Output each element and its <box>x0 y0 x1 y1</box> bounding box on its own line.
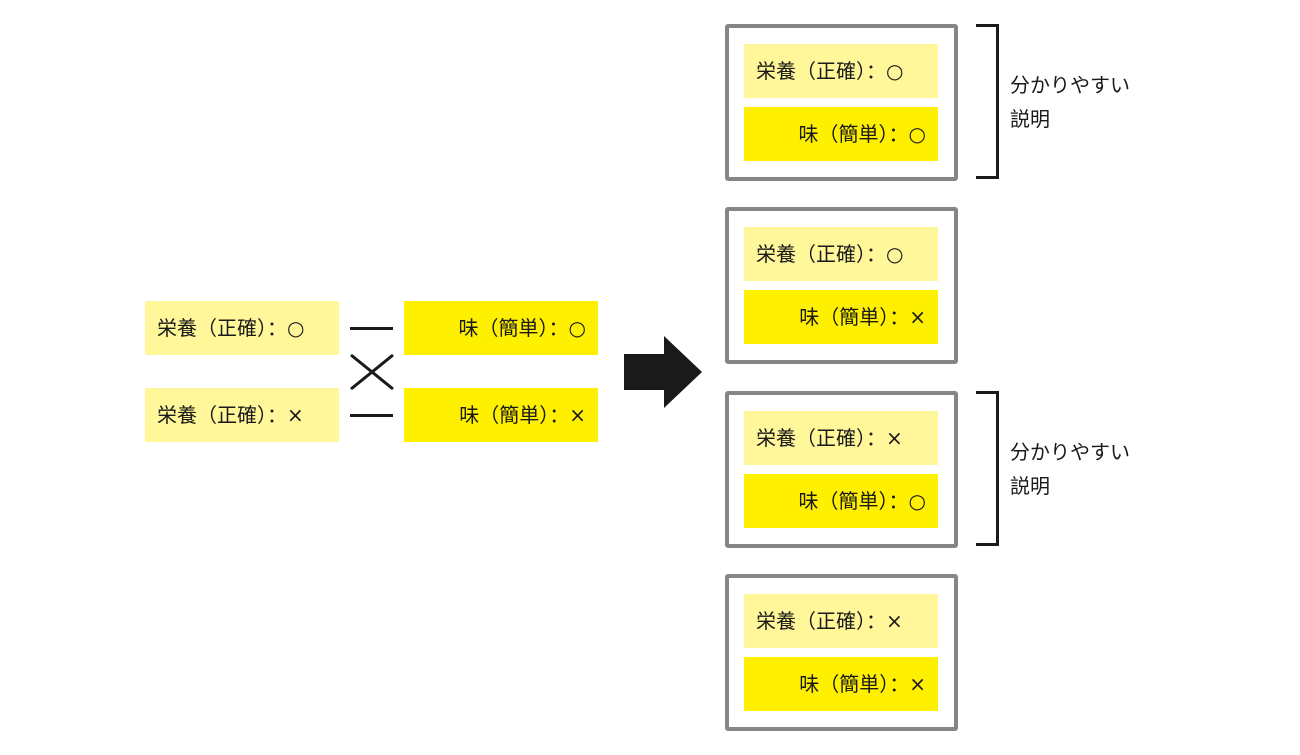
nutrition-good-label: 栄養（正確）：○ <box>145 301 339 355</box>
combination-taste-label: 味（簡単）：× <box>744 657 938 711</box>
combination-taste-label: 味（簡単）：× <box>744 290 938 344</box>
note-line-2: 説明 <box>1010 474 1050 498</box>
connector-top <box>350 327 393 330</box>
combination-box-4: 栄養（正確）：× 味（簡単）：× <box>725 574 958 731</box>
nutrition-bad-label: 栄養（正確）：× <box>145 388 339 442</box>
combination-box-1: 栄養（正確）：○ 味（簡単）：○ <box>725 24 958 181</box>
note-line-1: 分かりやすい <box>1010 73 1130 97</box>
combination-nutrition-label: 栄養（正確）：○ <box>744 227 938 281</box>
combination-taste-label: 味（簡単）：○ <box>744 107 938 161</box>
combination-nutrition-label: 栄養（正確）：× <box>744 594 938 648</box>
taste-good-label: 味（簡単）：○ <box>404 301 598 355</box>
taste-bad-label: 味（簡単）：× <box>404 388 598 442</box>
combination-nutrition-label: 栄養（正確）：× <box>744 411 938 465</box>
combination-taste-label: 味（簡単）：○ <box>744 474 938 528</box>
combination-box-3: 栄養（正確）：× 味（簡単）：○ <box>725 391 958 548</box>
bracket-top <box>976 24 999 179</box>
connector-bottom <box>350 414 393 417</box>
cross-connector <box>350 353 394 391</box>
right-arrow-icon <box>624 336 702 408</box>
combination-box-2: 栄養（正確）：○ 味（簡単）：× <box>725 207 958 364</box>
note-easy-explanation-top: 分かりやすい 説明 <box>1010 68 1130 136</box>
note-line-1: 分かりやすい <box>1010 440 1130 464</box>
bracket-bottom <box>976 391 999 546</box>
combination-nutrition-label: 栄養（正確）：○ <box>744 44 938 98</box>
note-easy-explanation-bottom: 分かりやすい 説明 <box>1010 435 1130 503</box>
note-line-2: 説明 <box>1010 107 1050 131</box>
